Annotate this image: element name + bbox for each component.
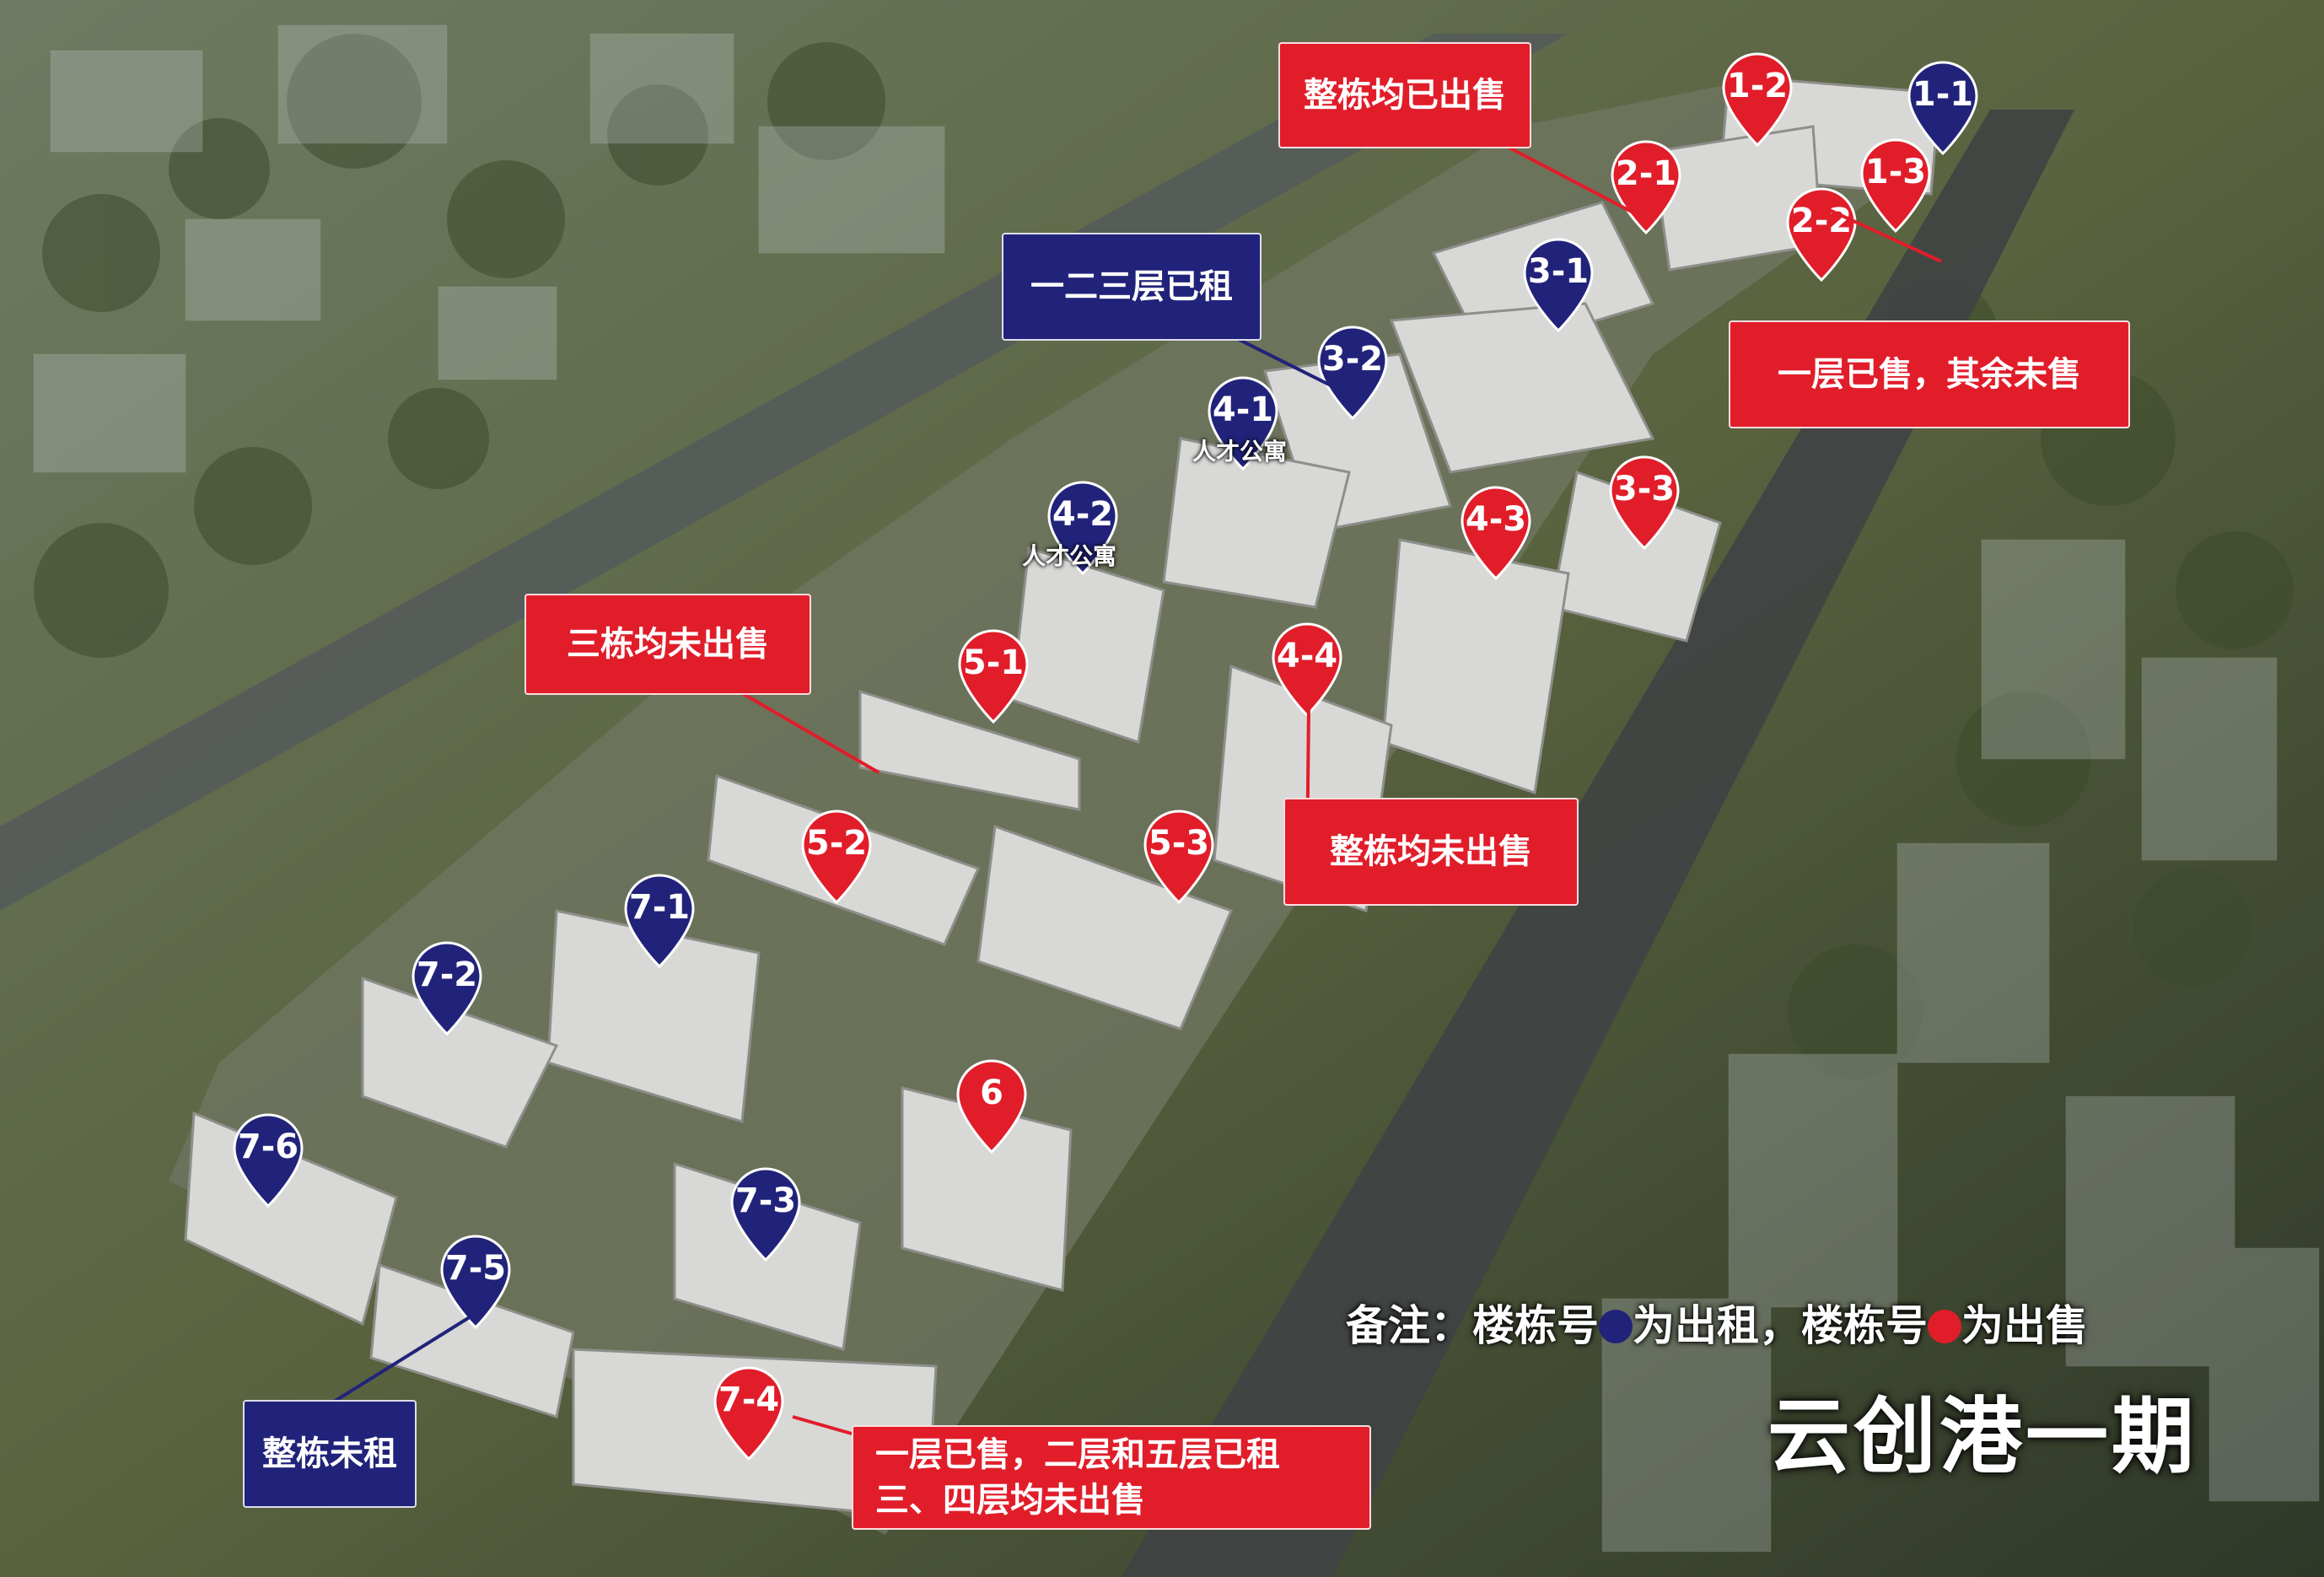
pin-label: 1-3 <box>1864 153 1927 191</box>
callout-whole-unrented: 整栋未租 <box>243 1400 417 1508</box>
pin-label: 4-1 <box>1212 390 1274 429</box>
map-pin-icon <box>1722 52 1793 147</box>
pin-label: 3-1 <box>1527 252 1590 291</box>
building-pin-3-1[interactable]: 3-1 <box>1523 238 1594 332</box>
pin-label: 5-2 <box>805 824 868 863</box>
building-pin-5-3[interactable]: 5-3 <box>1143 810 1214 904</box>
east-road <box>1122 110 2074 1577</box>
map-pin-icon <box>233 1113 304 1208</box>
map-pin-icon <box>1317 326 1388 420</box>
building-pin-7-6[interactable]: 7-6 <box>233 1113 304 1208</box>
map-pin-icon <box>713 1366 784 1461</box>
legend: 备注：楼栋号为出租，楼栋号为出售 <box>1346 1292 2088 1353</box>
building-pin-1-1[interactable]: 1-1 <box>1907 61 1978 155</box>
building-pin-1-3[interactable]: 1-3 <box>1860 138 1931 233</box>
map-pin-icon <box>1609 455 1680 550</box>
callout-whole-unsold: 整栋均未出售 <box>1283 798 1579 906</box>
map-pin-icon <box>412 941 482 1036</box>
pin-label: 4-3 <box>1465 500 1527 539</box>
talent-apartment-label: 人才公寓 <box>1022 542 1117 570</box>
map-pin-icon <box>1907 61 1978 155</box>
building-pin-4-1[interactable]: 4-1 <box>1208 376 1278 471</box>
legend-rent-text: 为出租，楼栋号 <box>1633 1301 1928 1350</box>
map-pin-icon <box>440 1235 511 1329</box>
callout-floors-123-rented: 一二三层已租 <box>1002 233 1262 341</box>
map-pin-icon <box>1860 138 1931 233</box>
pin-label: 7-6 <box>237 1128 299 1166</box>
map-pin-icon <box>1208 376 1278 471</box>
callout-sold-all: 整栋均已出售 <box>1278 42 1531 148</box>
talent-apartment-label: 人才公寓 <box>1192 438 1288 466</box>
building-pin-7-4[interactable]: 7-4 <box>713 1366 784 1461</box>
building-pin-7-5[interactable]: 7-5 <box>440 1235 511 1329</box>
building-pin-7-1[interactable]: 7-1 <box>624 874 695 968</box>
pin-label: 3-2 <box>1321 340 1384 379</box>
map-pin-icon <box>1143 810 1214 904</box>
sale-dot-icon <box>1928 1310 1961 1343</box>
building-pin-5-2[interactable]: 5-2 <box>801 810 872 904</box>
pin-label: 3-3 <box>1613 470 1676 509</box>
pin-label: 7-1 <box>628 888 691 927</box>
building-pin-4-4[interactable]: 4-4 <box>1272 622 1342 717</box>
pin-label: 7-5 <box>444 1249 507 1288</box>
pin-label: 6 <box>980 1074 1003 1112</box>
map-pin-icon <box>956 1059 1027 1154</box>
callout-line-2: 三、四层均未出售 <box>875 1481 1145 1520</box>
building-pin-4-3[interactable]: 4-3 <box>1461 486 1531 580</box>
map-pin-icon <box>624 874 695 968</box>
pin-label: 7-3 <box>734 1181 797 1220</box>
pin-label: 5-1 <box>962 643 1025 682</box>
building-pin-3-3[interactable]: 3-3 <box>1609 455 1680 550</box>
legend-prefix: 备注：楼栋号 <box>1346 1301 1599 1350</box>
callout-line-1: 一层已售，二层和五层已租 <box>875 1435 1280 1474</box>
building-pin-5-1[interactable]: 5-1 <box>958 629 1029 724</box>
building-pin-7-3[interactable]: 7-3 <box>730 1167 801 1262</box>
building-pin-1-2[interactable]: 1-2 <box>1722 52 1793 147</box>
map-pin-icon <box>730 1167 801 1262</box>
callout-building-7-4-status: 一层已售，二层和五层已租 三、四层均未出售 <box>852 1425 1371 1530</box>
map-pin-icon <box>958 629 1029 724</box>
map-pin-icon <box>801 810 872 904</box>
pin-label: 4-4 <box>1276 637 1338 675</box>
map-pin-icon <box>1047 481 1118 575</box>
tree-texture <box>34 34 2294 1079</box>
building-pin-6[interactable]: 6 <box>956 1059 1027 1154</box>
building-pin-3-2[interactable]: 3-2 <box>1317 326 1388 420</box>
map-pin-icon <box>1523 238 1594 332</box>
map-pin-icon <box>1461 486 1531 580</box>
pin-label: 7-2 <box>416 955 478 994</box>
pin-label: 1-1 <box>1912 75 1974 114</box>
callout-first-floor-sold: 一层已售，其余未售 <box>1729 320 2130 428</box>
pin-label: 2-1 <box>1615 154 1677 193</box>
pin-label: 5-3 <box>1148 824 1210 863</box>
pin-label: 1-2 <box>1726 67 1789 105</box>
rent-dot-icon <box>1599 1310 1633 1343</box>
pin-label: 4-2 <box>1052 495 1114 534</box>
building-pin-4-2[interactable]: 4-2 <box>1047 481 1118 575</box>
campus-buildings <box>184 74 1941 1520</box>
pin-label: 7-4 <box>718 1381 780 1419</box>
map-pin-icon <box>1786 187 1857 282</box>
project-title: 云创港一期 <box>1767 1389 2198 1485</box>
context-buildings <box>33 24 2320 1553</box>
building-pin-7-2[interactable]: 7-2 <box>412 941 482 1036</box>
legend-sale-text: 为出售 <box>1961 1301 2088 1350</box>
callout-three-unsold: 三栋均未出售 <box>525 594 811 695</box>
